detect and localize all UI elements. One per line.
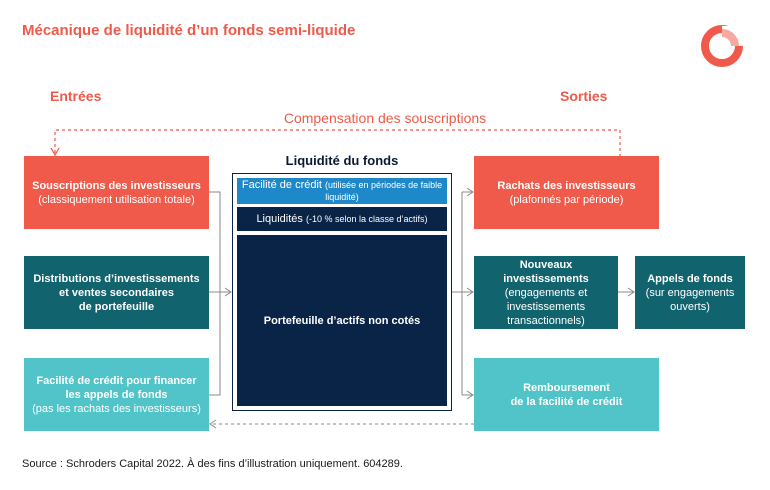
outflows-heading: Sorties <box>560 88 608 104</box>
fund-cash-label: Liquidités <box>256 213 303 225</box>
redemptions-note: (plafonnés par période) <box>509 193 624 206</box>
fund-title: Liquidité du fonds <box>285 153 399 168</box>
capital-calls-note2: ouverts) <box>670 300 710 313</box>
new-investments-title: Nouveaux investissements <box>503 258 589 285</box>
fund-cash-note: (-10 % selon la classe d’actifs) <box>305 214 428 224</box>
subscriptions-note: (classiquement utilisation totale) <box>38 193 195 206</box>
distributions-line3: de portefeuille <box>78 300 155 313</box>
subscriptions-title: Souscriptions des investisseurs <box>32 179 201 192</box>
fund-credit-facility: Facilité de crédit (utilisée en périodes… <box>237 178 447 204</box>
compensation-label: Compensation des souscriptions <box>283 110 487 126</box>
distributions-box: Distributions d’investissements et vente… <box>24 256 209 329</box>
brand-logo-icon <box>701 25 744 67</box>
credit-inflow-note: (pas les rachats des investisseurs) <box>32 402 201 415</box>
new-investments-note3: transactionnels) <box>507 314 585 327</box>
inflow-connector <box>209 191 230 396</box>
repayment-line2: de la facilité de crédit <box>510 395 623 408</box>
fund-assets: Portefeuille d’actifs non cotés <box>237 235 447 406</box>
repayment-box: Remboursement de la facilité de crédit <box>474 358 659 431</box>
new-investments-note2: investissements <box>506 300 586 313</box>
compensation-dashed-arrow <box>54 129 621 157</box>
capital-calls-note1: (sur engagements <box>645 286 735 299</box>
capital-calls-title: Appels de fonds <box>647 272 733 285</box>
distributions-line1: Distributions d’investissements <box>33 272 200 285</box>
inflows-heading: Entrées <box>50 88 102 104</box>
redemptions-box: Rachats des investisseurs (plafonnés par… <box>474 156 659 229</box>
new-investments-box: Nouveaux investissements (engagements et… <box>474 256 618 329</box>
subscriptions-box: Souscriptions des investisseurs (classiq… <box>24 156 209 229</box>
source-note: Source : Schroders Capital 2022. À des f… <box>22 458 403 470</box>
redemptions-title: Rachats des investisseurs <box>497 179 636 192</box>
new-investments-note1: (engagements et <box>504 286 588 299</box>
capital-calls-box: Appels de fonds (sur engagements ouverts… <box>635 256 745 329</box>
credit-inflow-box: Facilité de crédit pour financer les app… <box>24 358 209 431</box>
fund-cash: Liquidités (-10 % selon la classe d’acti… <box>237 207 447 231</box>
outflow-connector <box>452 191 472 396</box>
distributions-line2: et ventes secondaires <box>59 286 174 299</box>
repayment-line1: Remboursement <box>523 381 610 394</box>
fund-credit-note: (utilisée en périodes de faible liquidit… <box>325 180 443 202</box>
credit-inflow-line1: Facilité de crédit pour financer <box>36 374 197 387</box>
page-title: Mécanique de liquidité d’un fonds semi-l… <box>22 22 356 39</box>
fund-credit-label: Facilité de crédit <box>241 179 322 191</box>
credit-inflow-line2: les appels de fonds <box>65 388 168 401</box>
